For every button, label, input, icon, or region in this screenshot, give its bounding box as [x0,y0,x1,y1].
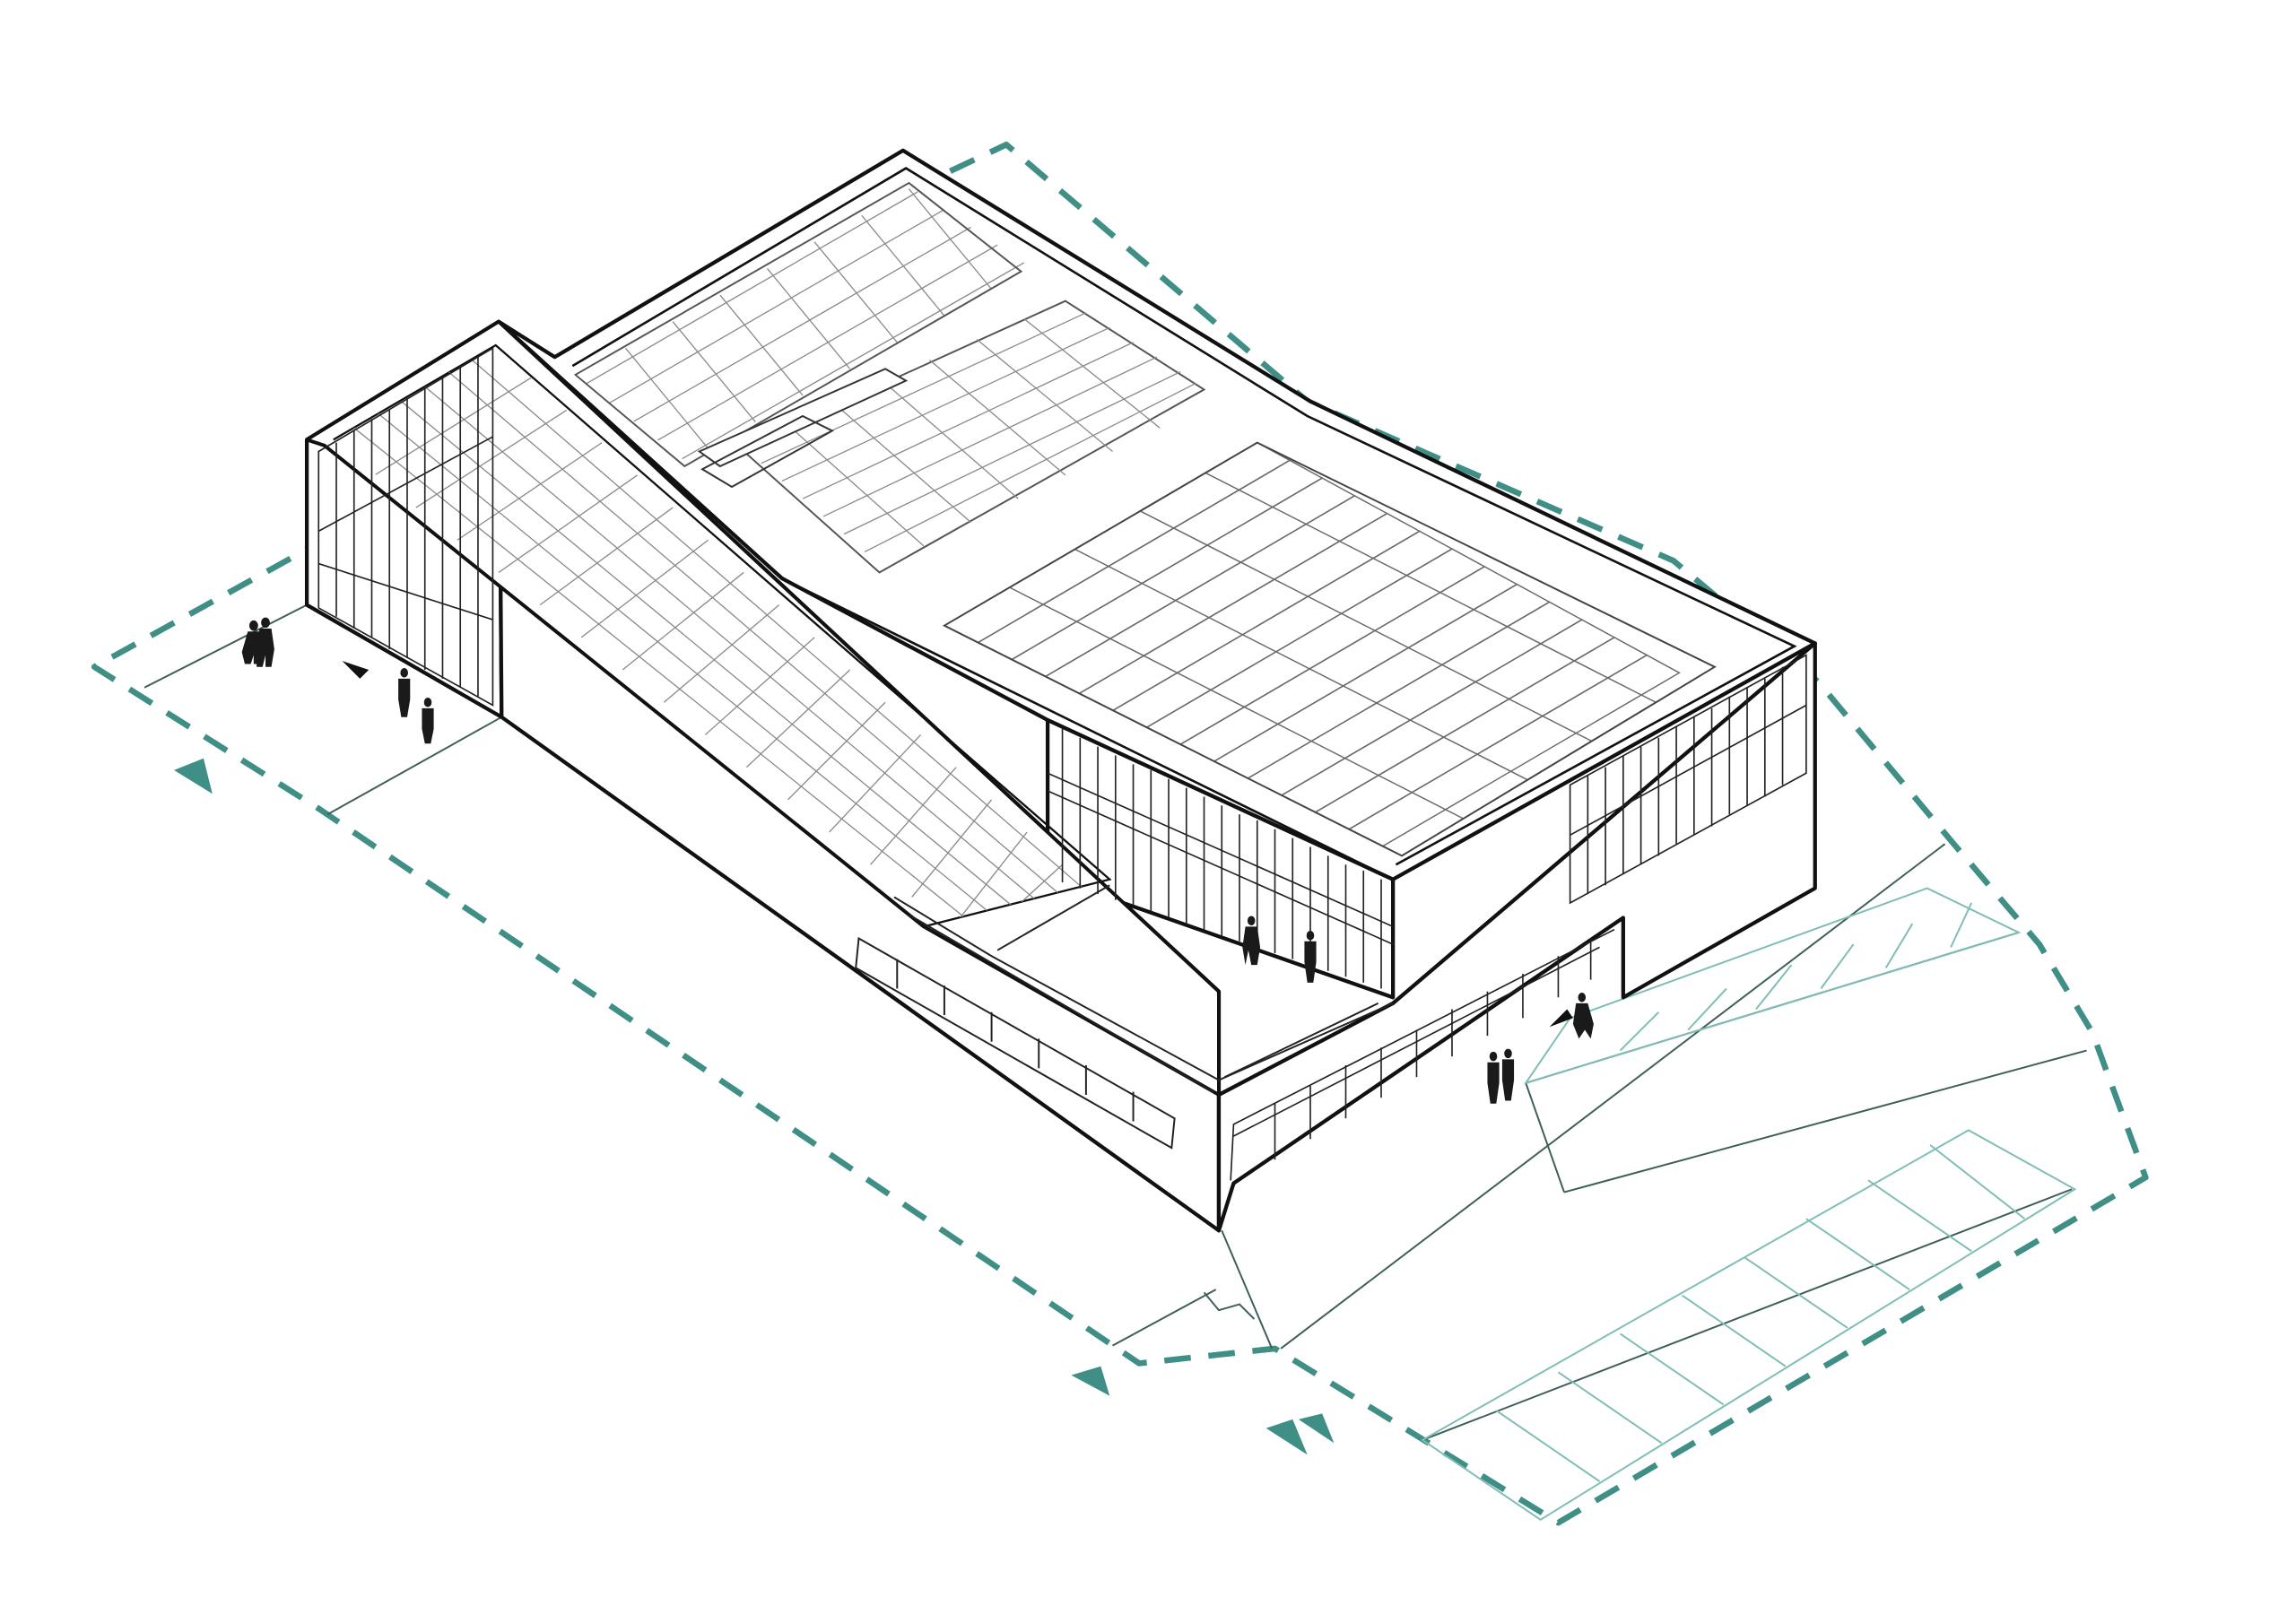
person-figure [1487,1051,1500,1104]
person-figure [257,617,274,667]
entrance-arrow-west [174,758,213,794]
west-glazing [317,346,494,707]
parking-lower [1421,1129,2077,1521]
skylight [697,368,909,468]
courtyard-glazing [1047,728,1394,989]
ground-floor-glazing [1230,928,1615,1181]
entrance-arrow-south-east-2 [1298,1413,1335,1444]
person-figure [422,697,434,744]
south-wall-strip-window [855,936,1176,1150]
entrance-arrow-south [1071,1366,1110,1396]
person-figure [1242,916,1261,966]
entrance-arrow-south-east-1 [1265,1419,1308,1455]
east-south-wall [1216,641,1817,1233]
person-figure [1501,1048,1515,1101]
parking-upper [1523,887,2022,1085]
courtyard-terrace [893,884,1394,1093]
direction-marker [342,661,370,679]
direction-marker [1549,1009,1573,1028]
person-figure [398,668,411,717]
person-figure [1572,993,1594,1039]
entrance-arrows [174,758,1335,1455]
person-figure [1304,930,1317,983]
roof [305,148,1817,1097]
people [241,617,1594,1104]
ground-lines [144,603,2087,1441]
direction-markers [342,661,1573,1028]
east-glazing [1569,654,1807,905]
site-boundary [91,141,2149,1526]
